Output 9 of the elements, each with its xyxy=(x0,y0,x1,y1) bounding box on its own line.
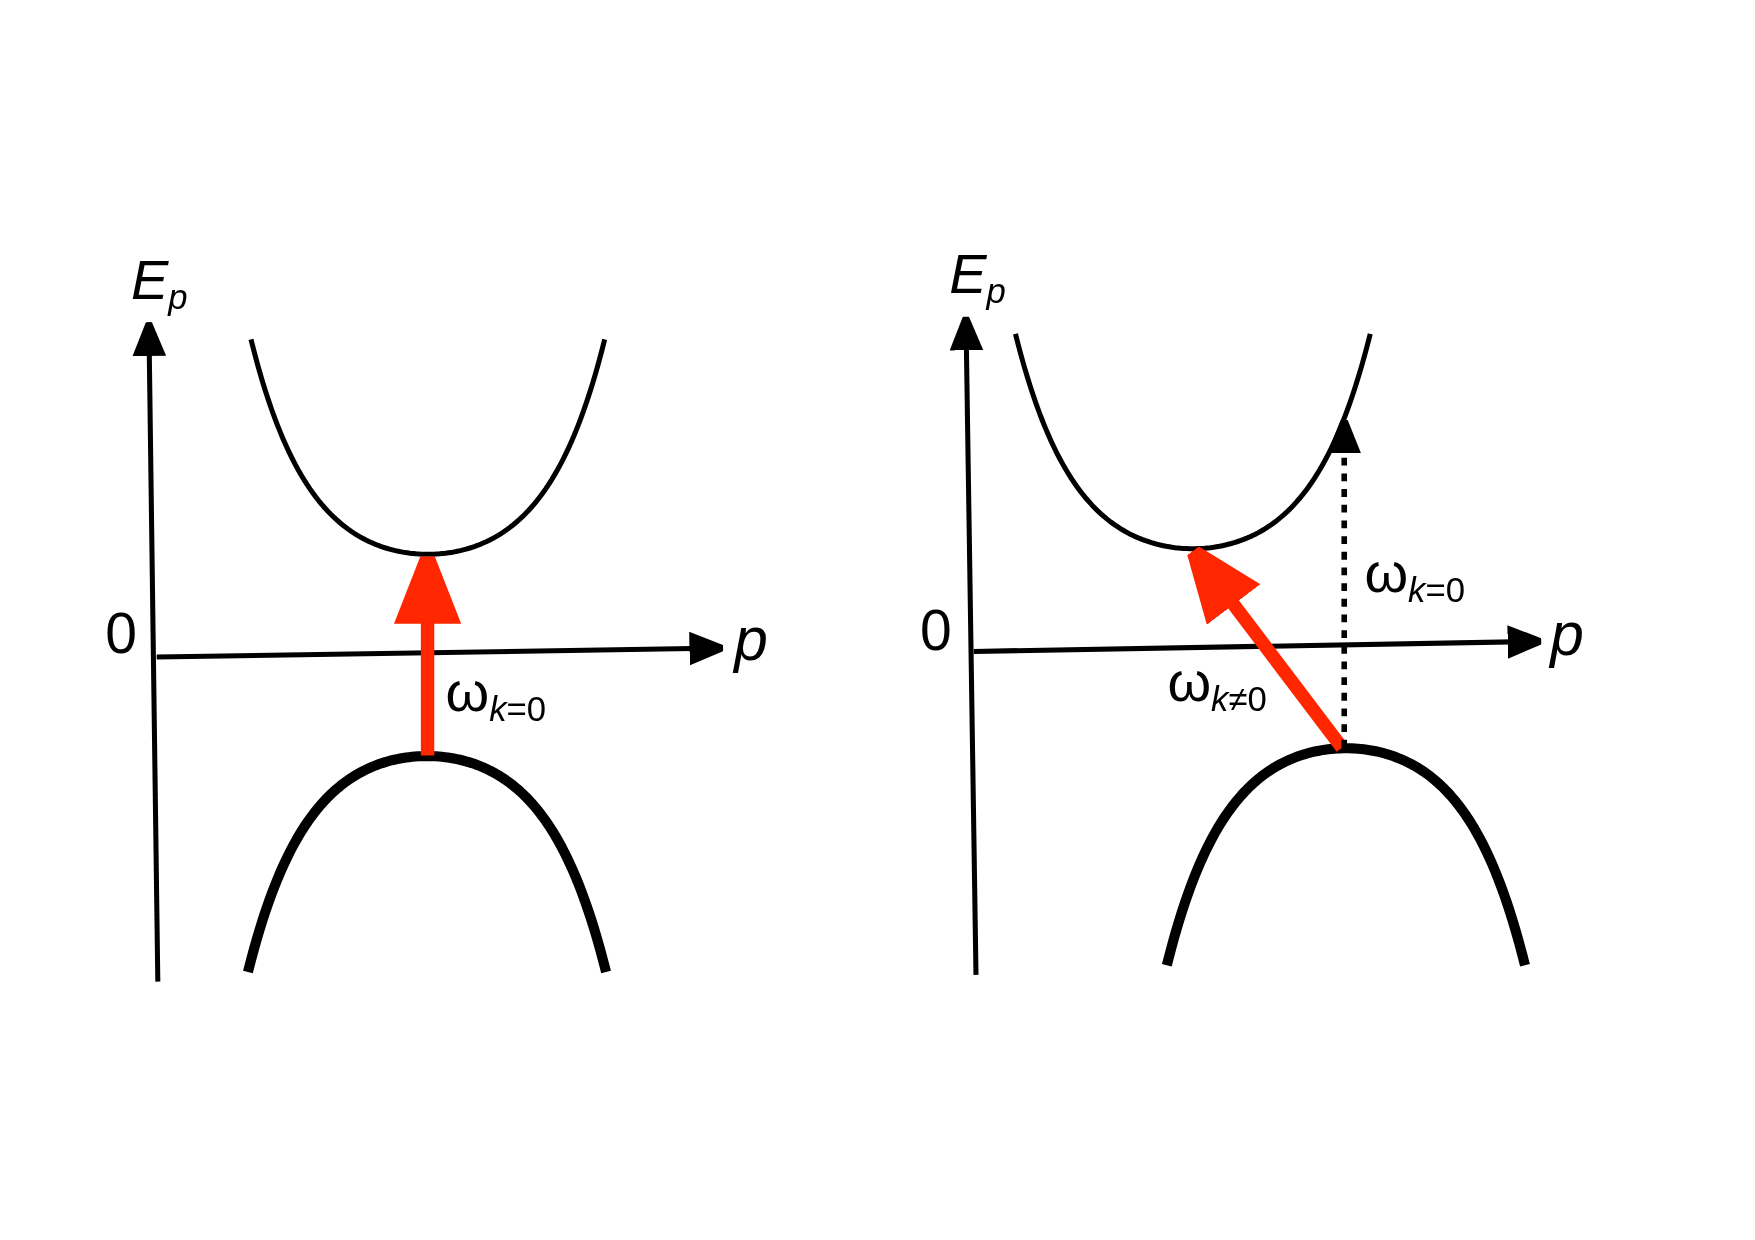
axis-label: p xyxy=(733,604,769,675)
edge-label: ω$_{k=0}$ xyxy=(1363,541,1466,612)
axis-label: E$_{p}$ xyxy=(948,242,1007,313)
origin-label: 0 xyxy=(104,601,138,667)
edge-label: ω$_{k=0}$ xyxy=(444,660,548,731)
edge-label: ω$_{k≠0}$ xyxy=(1166,650,1268,721)
axis-label: E$_{p}$ xyxy=(129,248,189,319)
axis-label: p xyxy=(1549,599,1585,670)
origin-label: 0 xyxy=(919,598,953,665)
